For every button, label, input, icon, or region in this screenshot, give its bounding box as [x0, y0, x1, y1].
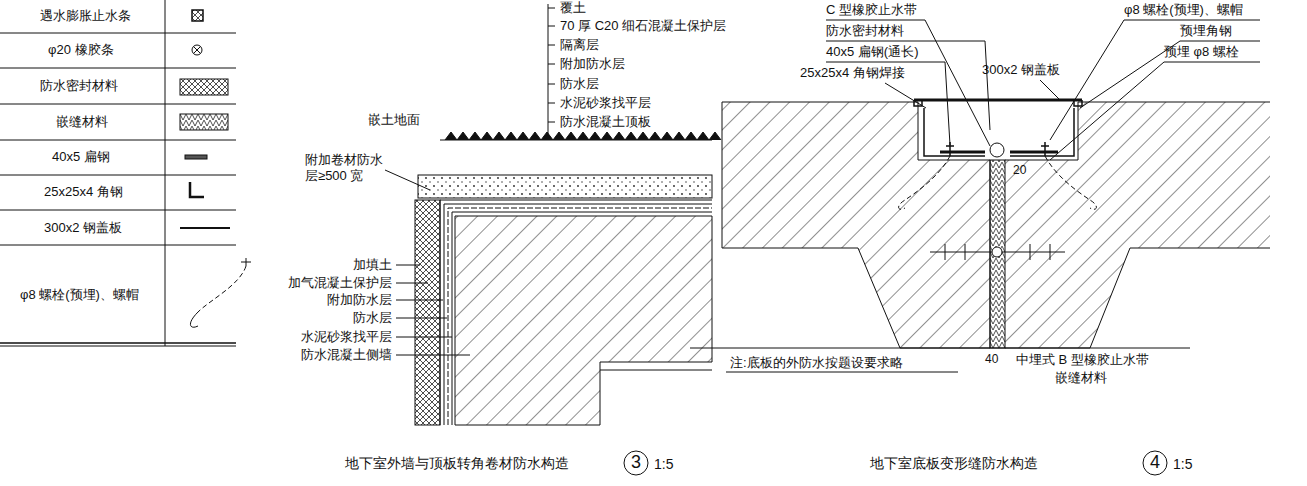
legend-text: 嵌缝材料 [56, 114, 108, 130]
layer-label: 加填土 [353, 257, 392, 273]
legend-text: 遇水膨胀止水条 [40, 8, 131, 24]
layer-label: 防水层 [353, 310, 392, 326]
detail-number: 3 [631, 451, 641, 474]
part-label: C 型橡胶止水带 [826, 2, 917, 18]
part-label: 300x2 钢盖板 [982, 62, 1060, 78]
part-label: 防水密封材料 [826, 23, 904, 39]
scale: 1:5 [654, 455, 673, 473]
layer-label: 防水混凝土侧墙 [301, 347, 392, 363]
legend-text: 防水密封材料 [40, 78, 118, 94]
dimension: 20 [1013, 163, 1026, 178]
drawing-title: 地下室底板变形缝防水构造 [870, 454, 1038, 472]
part-label: 25x25x4 角钢焊接 [800, 65, 905, 81]
note: 注:底板的外防水按题设要求略 [730, 355, 903, 371]
layer-label: 防水混凝土顶板 [560, 114, 651, 130]
layer-label: 70 厚 C20 细石混凝土保护层 [560, 18, 726, 34]
part-label: 中埋式 B 型橡胶止水带 [1016, 352, 1149, 368]
callout-label: 附加卷材防水 层≥500 宽 [305, 152, 395, 184]
legend-text: 40x5 扁钢 [52, 149, 110, 165]
legend-text: 300x2 钢盖板 [44, 220, 122, 236]
legend-text: 25x25x4 角钢 [44, 184, 123, 200]
layer-label: 覆土 [560, 0, 586, 16]
layer-label: 加气混凝土保护层 [288, 275, 392, 291]
layer-label: 防水层 [560, 76, 599, 92]
part-label: 40x5 扁钢(通长) [826, 44, 918, 60]
layer-label: 隔离层 [560, 37, 599, 53]
legend-text: φ20 橡胶条 [48, 42, 114, 58]
drawing-title: 地下室外墙与顶板转角卷材防水构造 [345, 454, 569, 472]
layer-label: 水泥砂浆找平层 [301, 329, 392, 345]
layer-label: 附加防水层 [560, 56, 625, 72]
ground-label: 嵌土地面 [368, 112, 420, 128]
layer-label: 水泥砂浆找平层 [560, 95, 651, 111]
part-label: φ8 螺栓(预埋)、螺帽 [1124, 2, 1243, 18]
part-label: 预埋角钢 [1180, 23, 1232, 39]
part-label: 嵌缝材料 [1055, 370, 1107, 386]
scale: 1:5 [1173, 455, 1192, 473]
dimension: 40 [985, 352, 998, 367]
part-label: 预埋 φ8 螺栓 [1164, 44, 1239, 60]
detail-number: 4 [1150, 451, 1160, 474]
legend-text: φ8 螺栓(预埋)、螺帽 [20, 287, 139, 303]
layer-label: 附加防水层 [327, 292, 392, 308]
